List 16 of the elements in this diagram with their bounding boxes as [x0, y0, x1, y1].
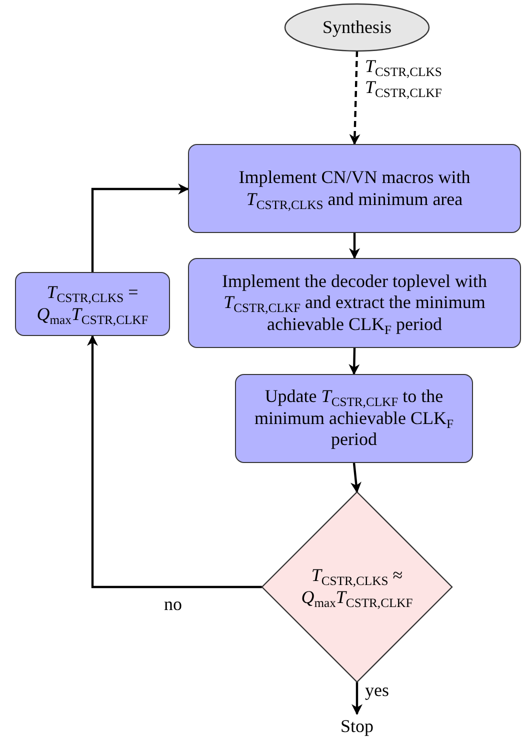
arrow: [349, 233, 360, 260]
process-box: [188, 144, 521, 233]
process-box: [188, 258, 521, 348]
end-label: Stop: [327, 714, 387, 740]
arrow: [348, 348, 360, 376]
box-text: Implement CN/VN macros with T$_{CSTR,CLK}$$_{S}$ and minimum area: [238, 166, 472, 210]
arrow: [350, 462, 362, 494]
process-box: [235, 374, 473, 463]
step-text: Synthesis: [322, 16, 392, 38]
dashed-arrow: [349, 50, 360, 146]
box-text: Implement the decoder toplevel with T$_{CSTR,CLK}$$_{F}$ and extract the minimum achievable CLK$_{F}$ period: [221, 270, 488, 336]
arrow: [352, 682, 362, 716]
process-box: [15, 272, 170, 336]
box-text: Update T$_{CSTR,CLK}$$_{F}$ to the minimum achievable CLK$_{F}$ period: [254, 386, 454, 451]
arrow: [87, 334, 262, 588]
arrow: [91, 184, 190, 272]
